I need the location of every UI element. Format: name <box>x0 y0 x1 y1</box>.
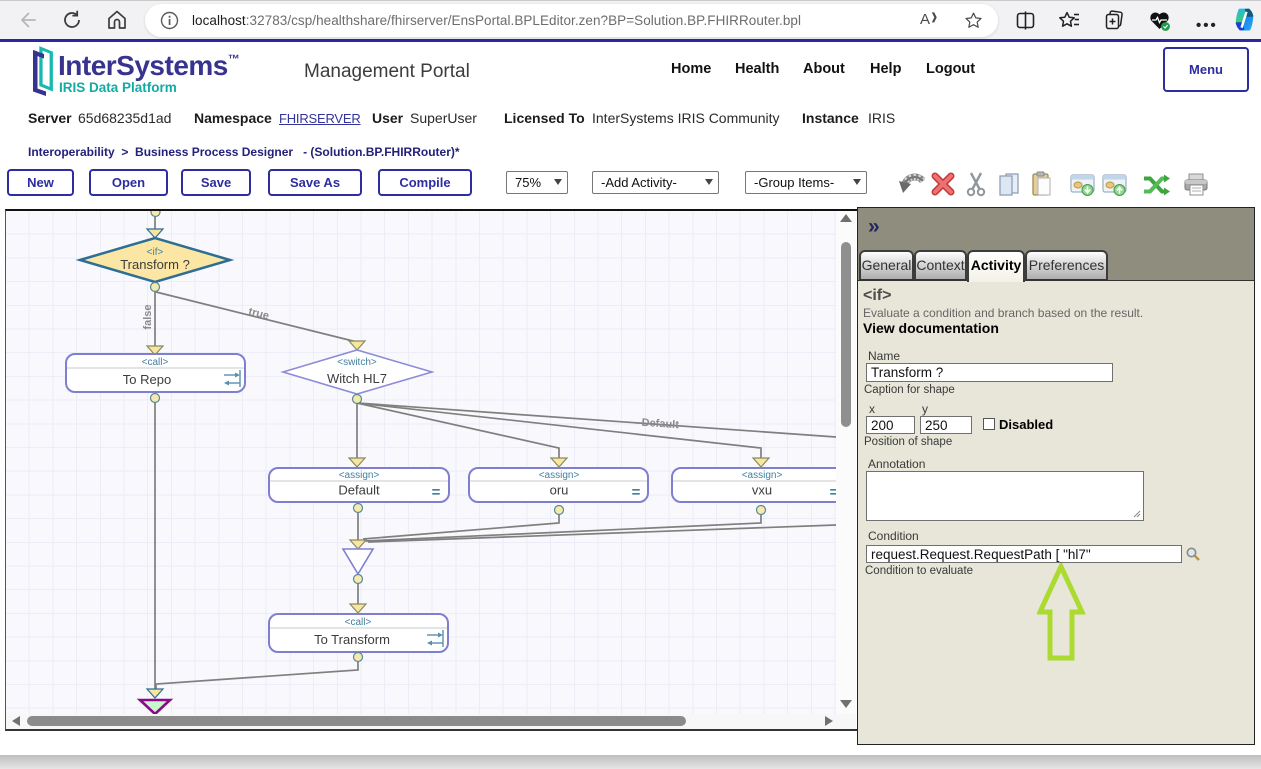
svg-text:=: = <box>632 484 641 501</box>
svg-text:Default: Default <box>338 483 380 498</box>
svg-text:Witch HL7: Witch HL7 <box>327 371 387 386</box>
svg-text:vxu: vxu <box>752 483 772 498</box>
svg-text:To Repo: To Repo <box>123 372 171 387</box>
svg-text:<if>: <if> <box>147 247 164 258</box>
svg-text:To Transform: To Transform <box>314 632 390 647</box>
svg-text:<call>: <call> <box>345 617 372 628</box>
svg-text:true: true <box>247 306 270 323</box>
svg-text:<assign>: <assign> <box>742 470 783 481</box>
svg-text:Transform ?: Transform ? <box>120 257 190 272</box>
svg-text:<switch>: <switch> <box>337 357 377 368</box>
svg-text:Default: Default <box>641 417 679 432</box>
svg-text:<call>: <call> <box>142 357 169 368</box>
svg-text:=: = <box>432 484 441 501</box>
svg-text:=: = <box>830 484 836 501</box>
svg-text:<assign>: <assign> <box>539 470 580 481</box>
svg-text:false: false <box>142 304 154 329</box>
svg-text:<assign>: <assign> <box>339 470 380 481</box>
svg-text:oru: oru <box>550 483 569 498</box>
